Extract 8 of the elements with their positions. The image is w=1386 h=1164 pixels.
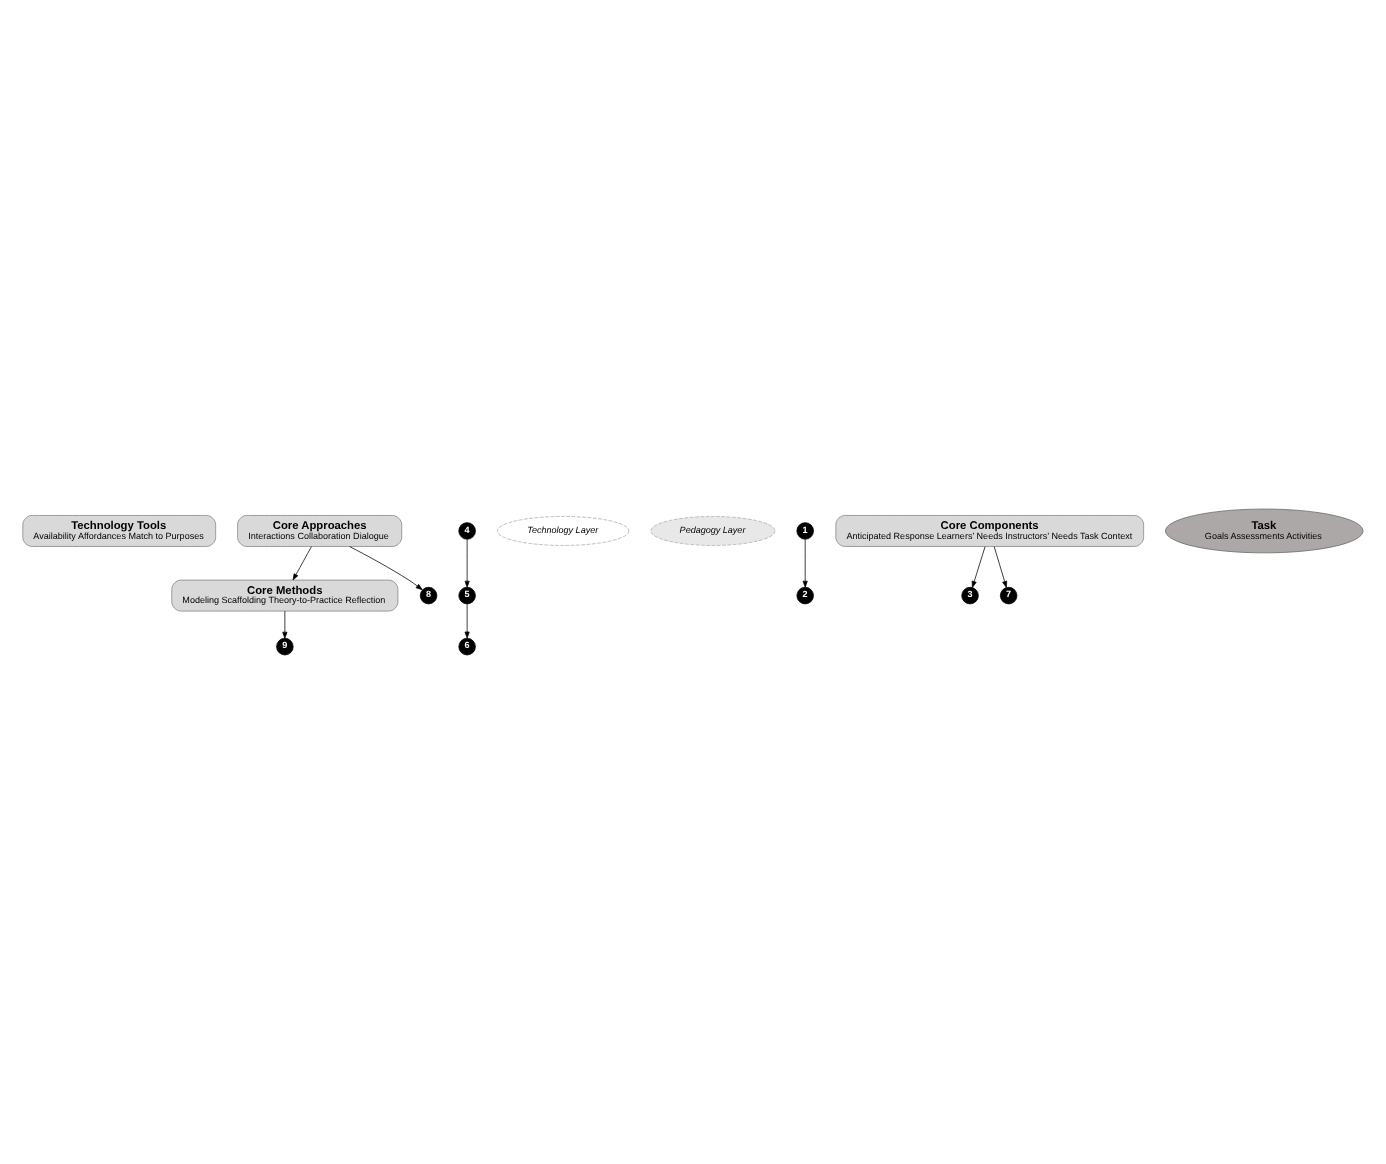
- arrow: [464, 603, 470, 639]
- arrow: [349, 546, 423, 591]
- arrow: [282, 610, 288, 639]
- arrow: [971, 546, 986, 588]
- arrow: [802, 539, 808, 588]
- arrow: [292, 546, 312, 581]
- arrow: [993, 546, 1008, 588]
- arrow: [464, 539, 470, 588]
